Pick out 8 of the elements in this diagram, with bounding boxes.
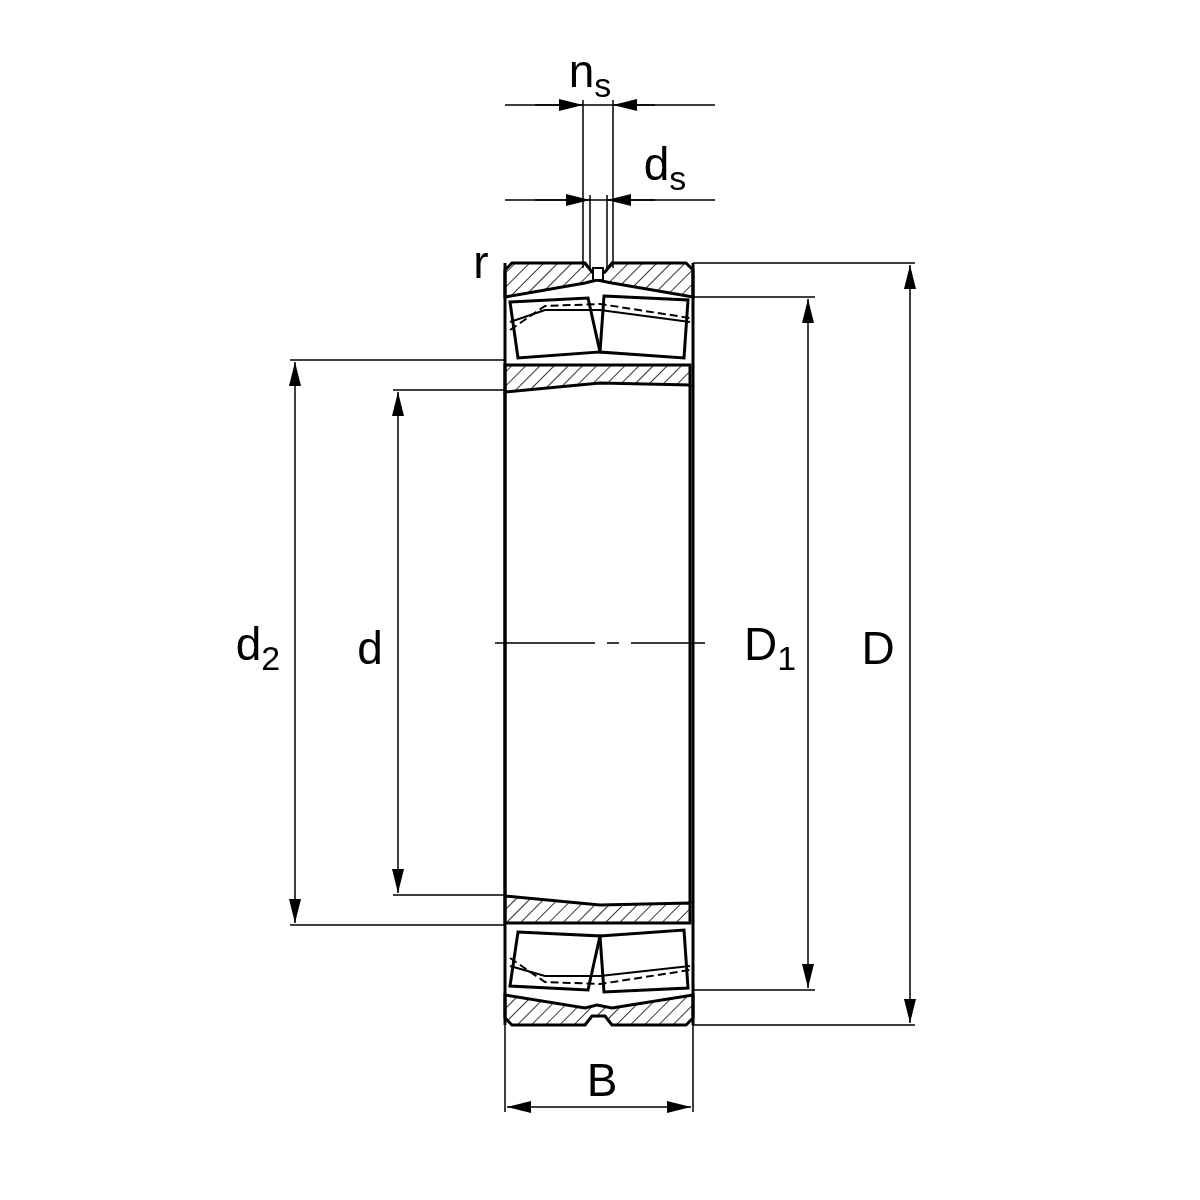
dimension-label: D$_{1}$ [743, 621, 797, 675]
dimension-label: D [861, 625, 895, 671]
dimension-label: r [473, 239, 489, 285]
dimension-label: d$_{2}$ [235, 621, 281, 675]
dimension-label: B [586, 1057, 618, 1103]
dimension-label: d [357, 625, 383, 671]
dimension-label: n$_{s}$ [568, 48, 612, 102]
dimension-label: d$_{s}$ [643, 141, 687, 195]
